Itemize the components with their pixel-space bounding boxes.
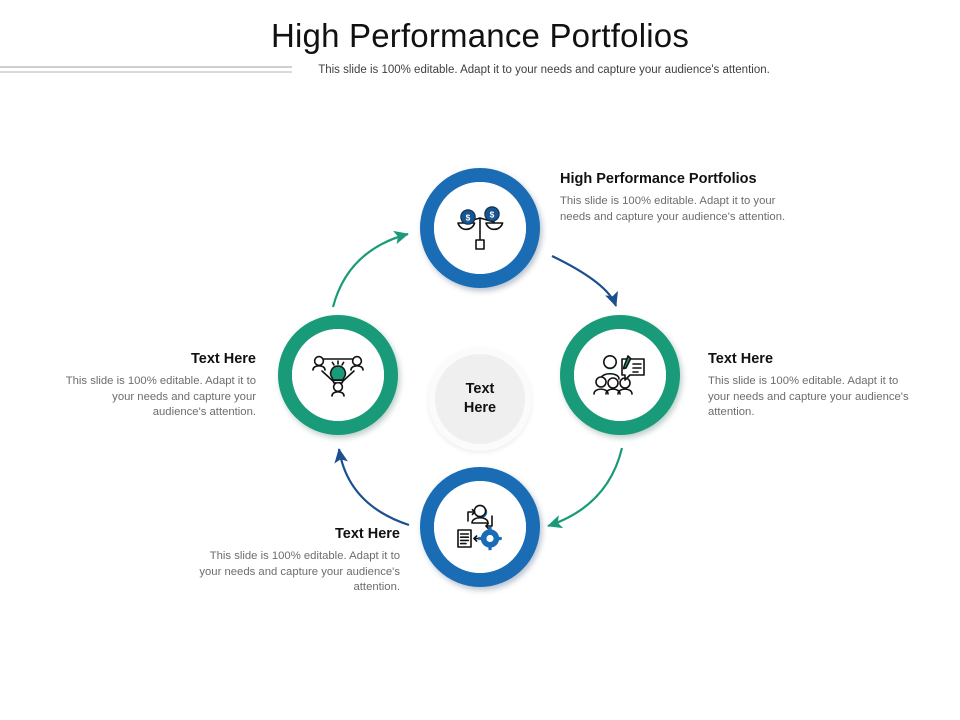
person-process-gear-document-icon <box>457 504 502 551</box>
cycle-node-right[interactable] <box>560 315 680 435</box>
arrow-bottom-to-left <box>334 448 410 527</box>
gear-part <box>478 526 502 551</box>
text-block-right-body: This slide is 100% editable. Adapt it to… <box>708 375 909 418</box>
cycle-node-bottom-inner <box>434 481 526 573</box>
cycle-node-top-inner: $ $ <box>434 182 526 274</box>
cycle-node-left[interactable] <box>278 315 398 435</box>
cycle-node-left-inner <box>292 329 384 421</box>
svg-text:$: $ <box>466 213 471 223</box>
text-block-top-heading: High Performance Portfolios <box>560 171 757 187</box>
arrow-top-to-right <box>551 255 618 307</box>
center-hub-label: Text Here <box>464 380 496 418</box>
text-block-left-heading: Text Here <box>190 351 256 367</box>
text-block-right: Text Here This slide is 100% editable. A… <box>708 350 916 421</box>
title-decorative-rules <box>0 66 292 74</box>
arrow-left-to-top <box>331 230 409 308</box>
center-hub[interactable]: Text Here <box>428 347 532 451</box>
rule-line-top <box>0 66 292 68</box>
text-block-top-body: This slide is 100% editable. Adapt it to… <box>560 195 786 223</box>
text-block-left: Text Here This slide is 100% editable. A… <box>60 350 256 421</box>
text-block-top: High Performance Portfolios This slide i… <box>560 170 792 225</box>
balance-scale-coins-icon: $ $ <box>457 206 504 250</box>
text-block-bottom: Text Here This slide is 100% editable. A… <box>188 525 400 596</box>
svg-text:$: $ <box>490 210 495 220</box>
text-block-left-body: This slide is 100% editable. Adapt it to… <box>65 375 256 418</box>
team-idea-lightbulb-icon <box>312 355 364 397</box>
center-hub-line2: Here <box>463 400 497 416</box>
cycle-arrows <box>331 230 624 529</box>
cycle-diagram: $ $ <box>0 120 960 660</box>
arrow-right-to-bottom <box>547 447 624 529</box>
cycle-node-bottom[interactable] <box>420 467 540 587</box>
text-block-bottom-body: This slide is 100% editable. Adapt it to… <box>199 550 400 593</box>
cycle-node-top[interactable]: $ $ <box>420 168 540 288</box>
center-hub-line1: Text <box>465 381 495 397</box>
rule-line-bottom <box>0 71 292 73</box>
cycle-node-right-inner <box>574 329 666 421</box>
page-subtitle: This slide is 100% editable. Adapt it to… <box>318 64 770 76</box>
text-block-right-heading: Text Here <box>708 351 774 367</box>
text-block-bottom-heading: Text Here <box>334 526 400 542</box>
team-presentation-document-icon <box>593 355 645 395</box>
page-title: High Performance Portfolios <box>270 17 690 54</box>
